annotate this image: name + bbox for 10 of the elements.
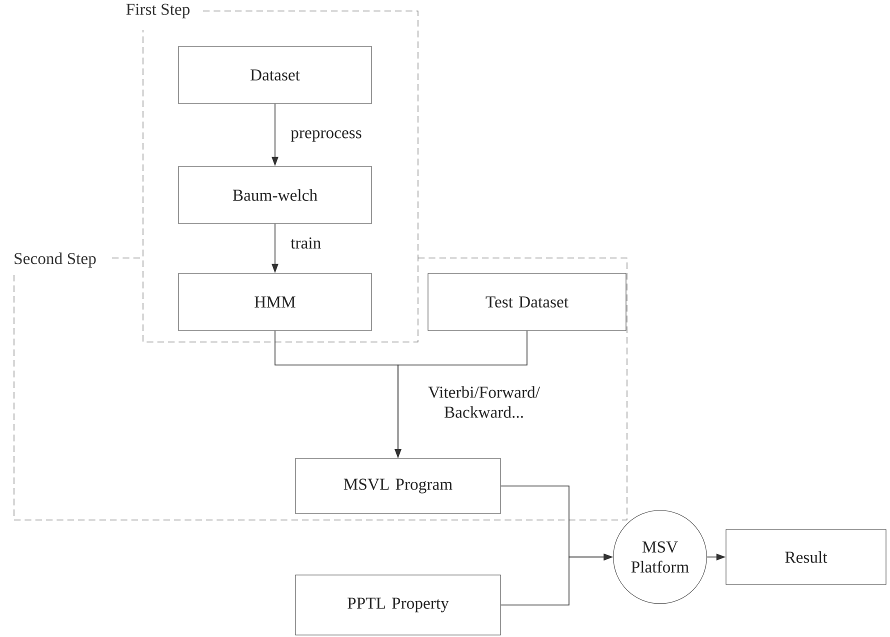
process-box: Test Dataset <box>428 273 626 331</box>
process-box: PPTL Property <box>295 574 501 636</box>
process-box: Result <box>726 529 886 585</box>
edge-label: train <box>289 236 322 250</box>
process-box: MSVL Program <box>295 458 501 514</box>
edge-label: preprocess <box>289 128 364 144</box>
edge-label: Viterbi/Forward/ Backward... <box>416 384 552 420</box>
process-box: Dataset <box>178 46 372 104</box>
process-box: Baum-welch <box>178 166 372 224</box>
process-box: HMM <box>178 273 372 331</box>
